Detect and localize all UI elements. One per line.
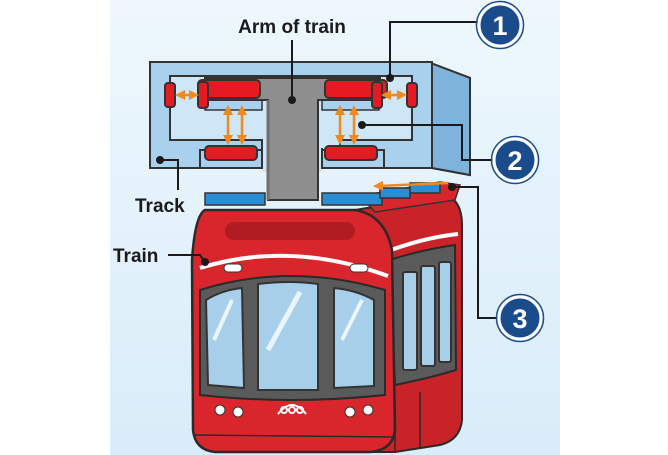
callout-3: 3 [495,293,545,343]
callout-1: 1 [475,0,525,50]
train [190,193,463,454]
train-logo [277,404,307,415]
callout-2: 2 [490,135,540,185]
wheels [164,79,418,161]
leader-lines [156,21,500,319]
callout-3-number: 3 [512,304,527,334]
callout-2-number: 2 [507,146,522,176]
label-arm-of-train: Arm of train [238,17,346,38]
label-track: Track [135,196,185,217]
force-arrows [175,90,449,191]
label-train: Train [113,246,158,267]
callout-1-number: 1 [492,11,507,41]
